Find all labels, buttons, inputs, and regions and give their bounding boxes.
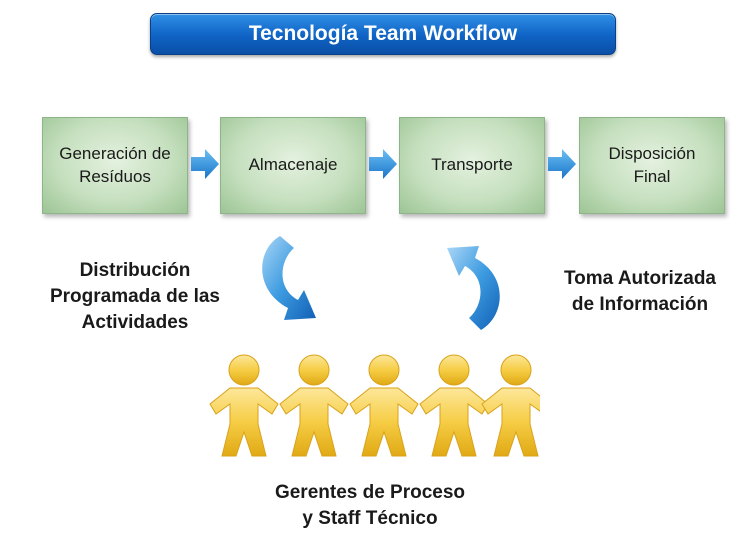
right-arrow-icon (548, 149, 576, 179)
step-label-line1: Generación de (59, 143, 171, 163)
step-generacion: Generación de Resíduos (42, 117, 188, 214)
people-chain-icon (209, 354, 540, 457)
step-almacenaje: Almacenaje (220, 117, 366, 214)
label-toma-autorizada: Toma Autorizada de Información (540, 266, 740, 318)
label-line: Toma Autorizada (563, 268, 716, 289)
label-line: Actividades (81, 312, 189, 334)
step-disposicion: Disposición Final (579, 117, 725, 214)
step-transporte: Transporte (399, 117, 545, 214)
label-line: Gerentes de Proceso (274, 482, 466, 503)
step-label-line2: Final (633, 166, 671, 186)
label-distribucion: Distribución Programada de las Actividad… (20, 258, 250, 337)
step-label-line1: Disposición (608, 143, 696, 163)
label-line: y Staff Técnico (302, 507, 438, 529)
diagram-title: Tecnología Team Workflow (150, 13, 616, 55)
step-label-line1: Almacenaje (248, 155, 338, 175)
step-label-line2: Resíduos (79, 166, 151, 186)
label-line: Programada de las (49, 286, 221, 308)
right-arrow-icon (191, 149, 219, 179)
label-line: de Información (571, 294, 709, 316)
label-line: Distribución (79, 260, 191, 281)
right-arrow-icon (369, 149, 397, 179)
curved-arrow-down-icon (262, 236, 316, 320)
curved-arrow-up-icon (447, 246, 500, 330)
step-label-line1: Transporte (431, 155, 513, 175)
label-gerentes: Gerentes de Proceso y Staff Técnico (220, 480, 520, 531)
